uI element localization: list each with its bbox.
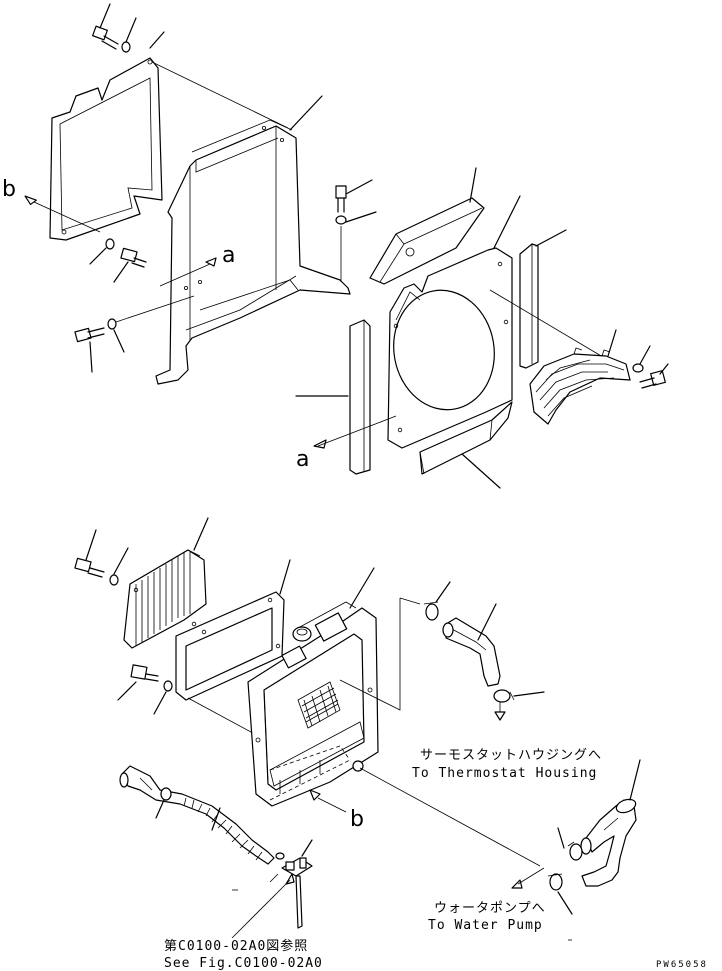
view-a-label-right: a (296, 447, 309, 472)
drawing-code: PW65058 (656, 960, 708, 970)
view-a-label-top: a (222, 243, 235, 268)
clamp-lower-lower (547, 873, 573, 915)
thermostat-note-en: To Thermostat Housing (412, 766, 597, 781)
view-b-label: b (2, 177, 16, 202)
thermostat-note-jp: サーモスタットハウジングへ (420, 748, 602, 763)
view-b-arrow-bottom: b (309, 789, 364, 832)
bolt-cooler-top (74, 529, 129, 586)
oil-cooler (123, 517, 209, 649)
bolt-guard (639, 363, 669, 389)
reference-note-jp: 第C0100-02A0図参照 (164, 938, 308, 954)
fan-guard (529, 329, 631, 425)
washer-plate-lower (89, 238, 115, 265)
water-pump-arrow (511, 867, 545, 889)
drain-hose (119, 765, 275, 865)
seal-left (295, 319, 371, 475)
pump-note-en: To Water Pump (428, 918, 543, 933)
bolt-bracket-left (74, 327, 105, 373)
clamp-upper (423, 581, 451, 621)
washer-bracket-left (107, 318, 125, 353)
reference-note-en: See Fig.C0100-02A0 (164, 956, 323, 971)
cover-plate (49, 57, 163, 241)
washer-top-left (121, 17, 137, 53)
seal-bottom (419, 401, 513, 489)
bolt-top-middle (335, 179, 377, 282)
shroud-bracket (155, 119, 351, 385)
clamp-lower-upper (557, 827, 583, 861)
lower-hose (580, 759, 641, 887)
bolt-plate-lower (113, 247, 147, 283)
washer-guard (632, 345, 651, 373)
seal-right (519, 229, 567, 369)
view-b-arrow-left: b (2, 177, 101, 233)
upper-hose (442, 603, 501, 687)
view-a-arrow-top: a (159, 243, 235, 287)
pump-note-jp: ウォータポンプへ (434, 901, 546, 916)
seal-top (369, 167, 485, 285)
bolt-bracket-lower (117, 664, 173, 715)
reference-arrow (231, 873, 295, 939)
radiator (247, 567, 379, 807)
drain-valve (269, 839, 313, 929)
clamp-drain (155, 787, 172, 819)
fan-shroud (387, 195, 521, 449)
view-b-label-bottom: b (350, 807, 364, 832)
clamp-upper-lower (493, 689, 545, 721)
view-a-arrow-right: a (296, 415, 397, 472)
bolt-top-left (92, 3, 119, 50)
